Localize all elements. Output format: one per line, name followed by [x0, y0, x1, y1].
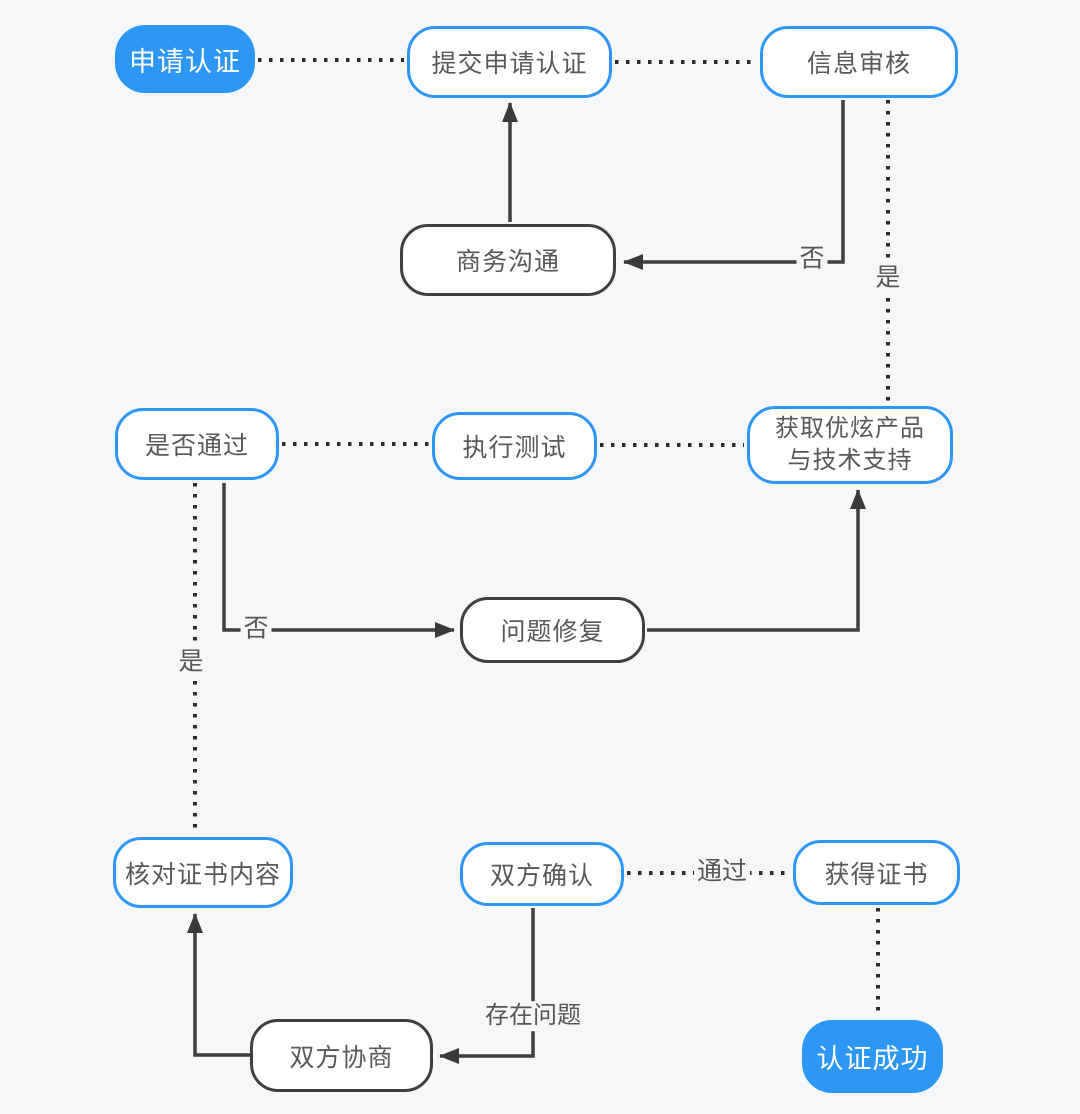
edge-fix-support	[647, 489, 866, 632]
edge-pass-fix	[222, 483, 455, 638]
node-get-product-support: 获取优炫产品 与技术支持	[747, 406, 953, 484]
edge-label-review-no: 否	[796, 243, 828, 275]
node-label: 问题修复	[500, 618, 605, 646]
node-both-parties-confirm: 双方确认	[460, 842, 624, 906]
node-label: 获得证书	[824, 860, 929, 889]
node-label: 获取优炫产品 与技术支持	[775, 413, 925, 476]
node-label: 核对证书内容	[124, 860, 281, 889]
node-label: 执行测试	[462, 434, 567, 462]
node-label-line1: 获取优炫产品	[775, 415, 925, 443]
node-label: 商务沟通	[455, 248, 560, 276]
node-label: 认证成功	[816, 1044, 929, 1074]
node-label: 提交申请认证	[431, 50, 588, 78]
node-label: 双方协商	[289, 1043, 394, 1072]
node-label: 是否通过	[144, 432, 249, 460]
solid-connectors	[187, 100, 866, 1064]
edge-label-pass-no: 否	[240, 613, 272, 645]
node-label: 双方确认	[489, 862, 594, 890]
node-label: 申请认证	[129, 46, 241, 77]
node-pass-or-not: 是否通过	[115, 408, 279, 480]
node-label: 信息审核	[806, 50, 911, 78]
edge-review-biz	[623, 100, 845, 270]
node-obtain-certificate: 获得证书	[793, 840, 960, 905]
node-business-communication: 商务沟通	[400, 224, 616, 296]
edge-confirm-nego	[439, 908, 535, 1064]
edge-label-review-yes: 是	[872, 262, 904, 294]
edge-label-confirm-issue: 存在问题	[482, 1001, 584, 1031]
node-info-review: 信息审核	[760, 26, 958, 98]
dotted-connectors	[193, 58, 890, 1017]
node-label-line2: 与技术支持	[787, 447, 913, 474]
node-verify-certificate-content: 核对证书内容	[113, 837, 293, 908]
node-apply-certification: 申请认证	[115, 25, 255, 93]
node-issue-fix: 问题修复	[460, 597, 645, 663]
node-execute-test: 执行测试	[432, 412, 597, 480]
node-both-parties-negotiate: 双方协商	[250, 1019, 433, 1092]
edge-nego-verify	[187, 913, 250, 1057]
edge-label-pass-yes: 是	[175, 646, 207, 678]
node-submit-application: 提交申请认证	[407, 26, 612, 98]
edge-label-confirm-pass: 通过	[693, 856, 751, 888]
node-certification-success: 认证成功	[802, 1020, 943, 1093]
